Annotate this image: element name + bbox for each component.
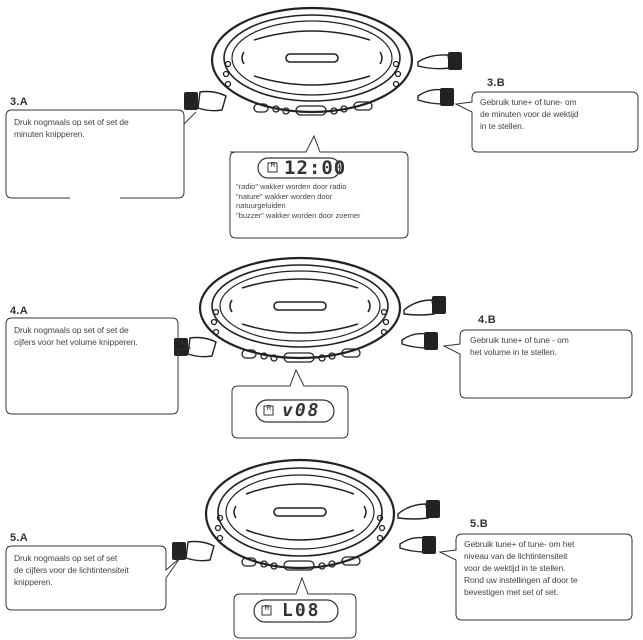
instruction-text: Gebruik tune+ of tune - om het volume in… [470,335,569,357]
lcd-mode-icon: R [266,405,272,412]
instruction-text: Gebruik tune+ of tune- om het niveau van… [464,539,578,597]
lcd-digits: L08 [282,600,321,621]
hand-pointer-icon [184,90,227,112]
legend-line: "nature" wakker worden door [236,191,333,201]
legend-line: "buzzer" wakker worden door zoemer [236,210,361,220]
step-label-a: 5.A [10,532,29,544]
step-label-a: 3.A [10,96,29,108]
lcd-digits: 12:00 [284,157,347,179]
step-4-section: 4.A Druk nogmaals op set of set de cijfe… [0,250,643,450]
clock-radio-illustration-top [5,6,639,239]
lcd-digits: v08 [282,400,321,421]
clock-radio-illustration-middle [5,256,633,439]
step-3-section: 3.A Druk nogmaals op set of set de minut… [0,0,643,240]
step-label-a: 4.A [10,305,29,317]
step-5-section: 5.A Druk nogmaals op set of set de cijfe… [0,452,643,640]
instruction-text-b: Gebruik tune+ of tune- om het niveau van… [464,538,628,598]
step-label-b: 5.B [470,518,489,530]
instruction-text-a: Druk nogmaals op set of set de minuten k… [14,116,182,140]
step-label-b: 3.B [487,77,506,89]
instruction-text-a: Druk nogmaals op set of set de cijfers v… [14,552,164,588]
hand-pointer-icon [397,500,440,554]
instruction-text: Druk nogmaals op set of set de cijfers v… [14,325,138,347]
legend-line: "radio" wakker worden door radio [236,182,347,191]
hand-pointer-icon [417,52,462,106]
instruction-text: Druk nogmaals op set of set de cijfers v… [14,553,129,587]
hand-pointer-icon [174,336,217,358]
legend-line: natuurgeluiden [236,201,286,210]
instruction-text-a: Druk nogmaals op set of set de cijfers v… [14,324,176,348]
instruction-text: Gebruik tune+ of tune- om de minuten voo… [480,97,579,131]
step-label-b: 4.B [478,314,497,326]
instruction-text-b: Gebruik tune+ of tune- om de minuten voo… [480,96,636,132]
instruction-text: Druk nogmaals op set of set de minuten k… [14,117,129,139]
hand-pointer-icon [401,296,446,350]
hand-pointer-icon [172,540,215,562]
wake-mode-legend: "radio" wakker worden door radio "nature… [236,182,361,220]
instruction-text-b: Gebruik tune+ of tune - om het volume in… [470,334,628,358]
lcd-mode-icon: R [264,605,270,612]
lcd-mode-icon: R [270,162,276,169]
clock-radio-illustration-bottom [5,458,633,639]
